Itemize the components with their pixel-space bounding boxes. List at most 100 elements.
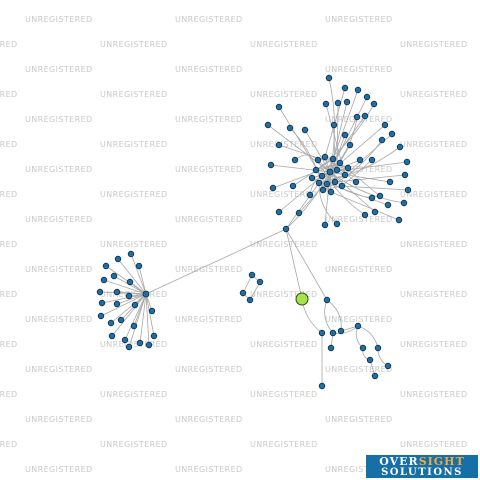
graph-node[interactable] bbox=[334, 99, 342, 107]
graph-node[interactable] bbox=[404, 186, 412, 194]
graph-node[interactable] bbox=[359, 344, 367, 352]
graph-node[interactable] bbox=[326, 168, 334, 176]
graph-node[interactable] bbox=[354, 322, 362, 330]
graph-node[interactable] bbox=[388, 130, 396, 138]
graph-node[interactable] bbox=[275, 208, 283, 216]
graph-node[interactable] bbox=[312, 166, 320, 174]
graph-node[interactable] bbox=[336, 159, 344, 167]
graph-node[interactable] bbox=[321, 221, 329, 229]
graph-node[interactable] bbox=[295, 209, 303, 217]
graph-node[interactable] bbox=[329, 155, 337, 163]
graph-node[interactable] bbox=[327, 344, 335, 352]
graph-node[interactable] bbox=[341, 131, 349, 139]
graph-node[interactable] bbox=[269, 184, 277, 192]
graph-node[interactable] bbox=[110, 272, 118, 280]
graph-node[interactable] bbox=[136, 339, 144, 347]
graph-node[interactable] bbox=[107, 319, 115, 327]
graph-node[interactable] bbox=[98, 299, 106, 307]
graph-node[interactable] bbox=[344, 164, 352, 172]
graph-node[interactable] bbox=[354, 86, 362, 94]
graph-node[interactable] bbox=[371, 208, 379, 216]
graph-node[interactable] bbox=[113, 288, 121, 296]
graph-node[interactable] bbox=[384, 362, 392, 370]
graph-node[interactable] bbox=[131, 301, 139, 309]
graph-node[interactable] bbox=[331, 178, 339, 186]
graph-node[interactable] bbox=[117, 316, 125, 324]
graph-node[interactable] bbox=[248, 271, 256, 279]
focus-node[interactable] bbox=[295, 292, 309, 306]
graph-node[interactable] bbox=[374, 344, 382, 352]
graph-node[interactable] bbox=[291, 156, 299, 164]
graph-node[interactable] bbox=[338, 182, 346, 190]
graph-node[interactable] bbox=[403, 158, 411, 166]
graph-node[interactable] bbox=[329, 329, 337, 337]
graph-node[interactable] bbox=[321, 153, 329, 161]
graph-node[interactable] bbox=[256, 278, 264, 286]
graph-node[interactable] bbox=[346, 141, 354, 149]
graph-node[interactable] bbox=[239, 289, 247, 297]
graph-node[interactable] bbox=[368, 156, 376, 164]
graph-node[interactable] bbox=[366, 356, 374, 364]
graph-node[interactable] bbox=[308, 174, 316, 182]
graph-node[interactable] bbox=[327, 188, 335, 196]
graph-node[interactable] bbox=[352, 178, 360, 186]
graph-node[interactable] bbox=[102, 262, 110, 270]
graph-node[interactable] bbox=[371, 372, 379, 380]
graph-node[interactable] bbox=[395, 216, 403, 224]
graph-node[interactable] bbox=[318, 382, 326, 390]
graph-node[interactable] bbox=[282, 225, 290, 233]
graph-node[interactable] bbox=[361, 112, 369, 120]
graph-node[interactable] bbox=[275, 103, 283, 111]
graph-node[interactable] bbox=[315, 179, 323, 187]
graph-node[interactable] bbox=[381, 121, 389, 129]
graph-node[interactable] bbox=[384, 201, 392, 209]
graph-node[interactable] bbox=[343, 98, 351, 106]
graph-node[interactable] bbox=[337, 327, 345, 335]
graph-node[interactable] bbox=[301, 126, 309, 134]
graph-node[interactable] bbox=[400, 199, 408, 207]
graph-node[interactable] bbox=[125, 292, 133, 300]
graph-node[interactable] bbox=[286, 124, 294, 132]
graph-node[interactable] bbox=[246, 296, 254, 304]
graph-node[interactable] bbox=[264, 121, 272, 129]
graph-node[interactable] bbox=[314, 156, 322, 164]
graph-node[interactable] bbox=[96, 288, 104, 296]
graph-node[interactable] bbox=[126, 278, 134, 286]
graph-node[interactable] bbox=[396, 143, 404, 151]
graph-node[interactable] bbox=[100, 276, 108, 284]
graph-node[interactable] bbox=[142, 290, 150, 298]
graph-node[interactable] bbox=[150, 332, 158, 340]
graph-node[interactable] bbox=[97, 312, 105, 320]
graph-node[interactable] bbox=[341, 171, 349, 179]
graph-node[interactable] bbox=[275, 141, 283, 149]
graph-node[interactable] bbox=[361, 211, 369, 219]
graph-node[interactable] bbox=[363, 93, 371, 101]
graph-node[interactable] bbox=[386, 178, 394, 186]
graph-node[interactable] bbox=[401, 171, 409, 179]
graph-node[interactable] bbox=[325, 74, 333, 82]
graph-node[interactable] bbox=[323, 296, 331, 304]
graph-node[interactable] bbox=[319, 186, 327, 194]
graph-node[interactable] bbox=[130, 322, 138, 330]
graph-node[interactable] bbox=[378, 136, 386, 144]
graph-node[interactable] bbox=[108, 332, 116, 340]
graph-node[interactable] bbox=[306, 191, 314, 199]
graph-node[interactable] bbox=[267, 161, 275, 169]
graph-node[interactable] bbox=[333, 166, 341, 174]
graph-node[interactable] bbox=[322, 100, 330, 108]
graph-node[interactable] bbox=[145, 341, 153, 349]
graph-node[interactable] bbox=[135, 262, 143, 270]
graph-node[interactable] bbox=[318, 172, 326, 180]
graph-node[interactable] bbox=[368, 194, 376, 202]
graph-node[interactable] bbox=[113, 300, 121, 308]
graph-node[interactable] bbox=[125, 343, 133, 351]
graph-node[interactable] bbox=[289, 182, 297, 190]
graph-node[interactable] bbox=[333, 220, 341, 228]
graph-node[interactable] bbox=[114, 255, 122, 263]
graph-node[interactable] bbox=[330, 121, 338, 129]
graph-node[interactable] bbox=[370, 100, 378, 108]
graph-node[interactable] bbox=[121, 336, 129, 344]
graph-node[interactable] bbox=[323, 180, 331, 188]
graph-node[interactable] bbox=[356, 156, 364, 164]
graph-node[interactable] bbox=[376, 192, 384, 200]
